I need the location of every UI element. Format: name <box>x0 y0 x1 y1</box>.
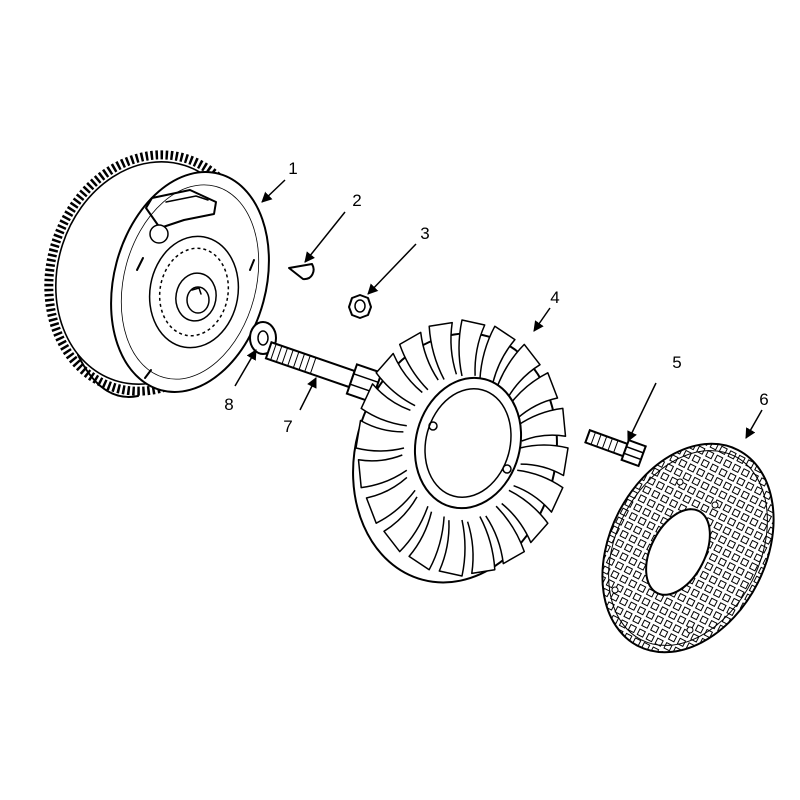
nut <box>348 294 372 319</box>
fan-blade <box>408 511 445 571</box>
cooling-fan <box>352 319 569 584</box>
fan-blade <box>357 454 408 489</box>
fan-blade <box>495 343 541 400</box>
screw <box>584 428 647 468</box>
fan-blade <box>513 469 564 513</box>
woodruff-key <box>288 263 315 281</box>
leader-line-2 <box>304 211 346 263</box>
fan-blade <box>365 476 416 524</box>
fan-blade <box>519 444 569 477</box>
callout-number-3: 3 <box>420 224 429 243</box>
leader-line-8 <box>234 349 257 387</box>
leader-line-1 <box>261 179 286 203</box>
callout-number-4: 4 <box>550 288 559 307</box>
fan-blade <box>438 519 466 577</box>
leader-line-7 <box>299 377 317 411</box>
fan-blade <box>508 372 559 420</box>
callout-number-6: 6 <box>759 390 768 409</box>
fan-blade <box>466 516 496 575</box>
fan-blade <box>355 419 405 452</box>
fan-blade <box>479 325 516 385</box>
fan-blade <box>375 352 423 407</box>
callout-number-2: 2 <box>352 191 361 210</box>
leader-lines <box>234 179 763 442</box>
flywheel <box>44 150 270 398</box>
fan-blade <box>458 319 486 377</box>
callout-number-1: 1 <box>288 159 297 178</box>
flywheel-body <box>77 171 270 398</box>
leader-line-3 <box>367 243 417 295</box>
bolt <box>264 341 383 404</box>
fan-blade <box>428 321 458 380</box>
fan-blade <box>383 496 429 553</box>
callout-number-5: 5 <box>672 353 681 372</box>
leader-line-5 <box>627 382 657 442</box>
fan-blade <box>485 505 526 565</box>
fan-blade <box>398 331 439 391</box>
fan-blade <box>516 407 567 442</box>
fan-blade <box>501 489 549 544</box>
leader-line-4 <box>533 307 551 332</box>
callout-number-8: 8 <box>224 395 233 414</box>
callout-number-7: 7 <box>283 417 292 436</box>
leader-line-6 <box>745 409 763 439</box>
rotating-screen <box>601 442 775 654</box>
callout-labels: 1 2 3 4 5 6 7 8 <box>224 159 768 436</box>
fan-blade <box>360 383 411 427</box>
